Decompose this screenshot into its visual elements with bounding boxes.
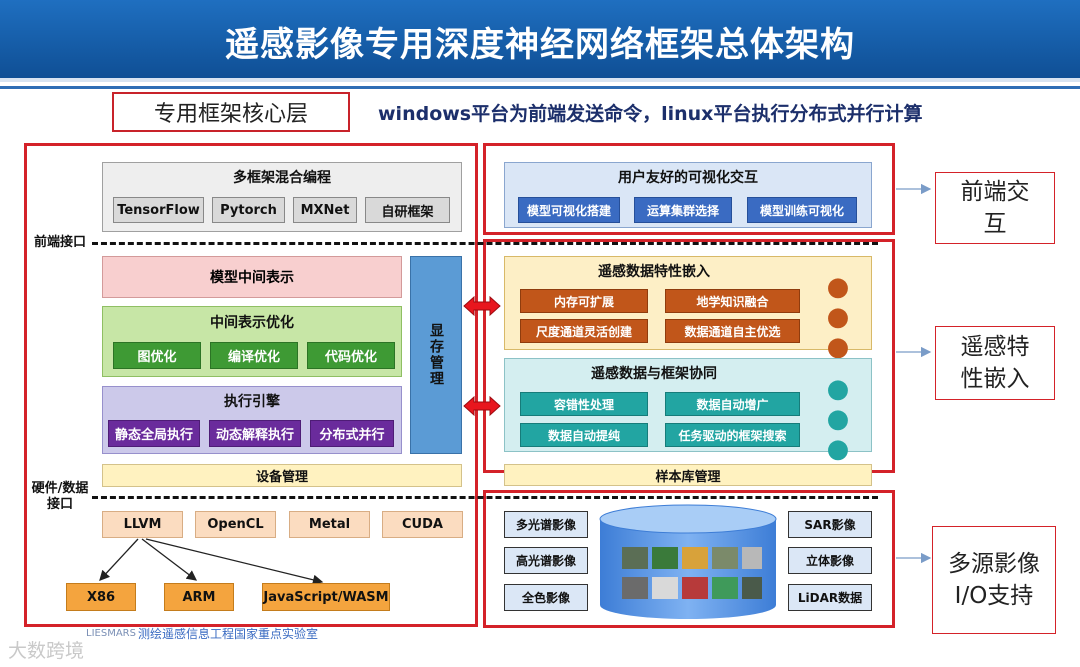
execution-engine-title: 执行引擎 bbox=[224, 394, 280, 410]
javascript-wasm-button[interactable]: JavaScript/WASM bbox=[262, 583, 390, 611]
data-purify-button[interactable]: 数据自动提纯 bbox=[520, 423, 648, 447]
opencl-button[interactable]: OpenCL bbox=[195, 511, 276, 538]
title-underline bbox=[0, 86, 1080, 89]
red-double-arrow-icon bbox=[463, 296, 501, 316]
frontend-interaction-text: 前端交互 bbox=[960, 179, 1030, 237]
device-management-bar: 设备管理 bbox=[102, 464, 462, 487]
panchromatic-button[interactable]: 全色影像 bbox=[504, 584, 588, 611]
satellite-thumb-7 bbox=[652, 577, 678, 599]
hardware-interface-label: 硬件/数据 接口 bbox=[24, 481, 96, 513]
ir-optimization-title: 中间表示优化 bbox=[210, 315, 294, 331]
satellite-thumb-3 bbox=[682, 547, 708, 569]
compile-optimization-button[interactable]: 编译优化 bbox=[210, 342, 298, 369]
memory-management-label: 显存管理 bbox=[428, 323, 444, 387]
hyperspectral-button[interactable]: 高光谱影像 bbox=[504, 547, 588, 574]
distributed-parallel-button[interactable]: 分布式并行 bbox=[310, 420, 394, 447]
cuda-button[interactable]: CUDA bbox=[382, 511, 463, 538]
frontend-interaction-label: 前端交互 bbox=[935, 172, 1055, 244]
satellite-thumb-1 bbox=[622, 547, 648, 569]
metal-button[interactable]: Metal bbox=[289, 511, 370, 538]
channel-select-button[interactable]: 数据通道自主优选 bbox=[665, 319, 800, 343]
satellite-thumb-2 bbox=[652, 547, 678, 569]
memory-scalable-button[interactable]: 内存可扩展 bbox=[520, 289, 648, 313]
lab-logo: LIESMARS bbox=[86, 627, 136, 639]
mxnet-button[interactable]: MXNet bbox=[293, 197, 357, 223]
tensorflow-button[interactable]: TensorFlow bbox=[113, 197, 204, 223]
satellite-thumb-6 bbox=[622, 577, 648, 599]
mixed-programming-title: 多框架混合编程 bbox=[233, 170, 331, 186]
satellite-thumb-10 bbox=[742, 577, 762, 599]
frontend-interface-label: 前端接口 bbox=[33, 235, 86, 250]
rs-feature-embedding-title: 遥感数据特性嵌入 bbox=[598, 264, 710, 280]
scale-channel-button[interactable]: 尺度通道灵活创建 bbox=[520, 319, 648, 343]
footer-lab-name: 测绘遥感信息工程国家重点实验室 bbox=[138, 626, 319, 641]
lidar-button[interactable]: LiDAR数据 bbox=[788, 584, 872, 611]
multispectral-button[interactable]: 多光谱影像 bbox=[504, 511, 588, 538]
model-visual-build-button[interactable]: 模型可视化搭建 bbox=[518, 197, 620, 223]
satellite-thumb-4 bbox=[712, 547, 738, 569]
framework-search-button[interactable]: 任务驱动的框架搜索 bbox=[665, 423, 800, 447]
left-core-frame bbox=[24, 143, 478, 627]
static-global-exec-button[interactable]: 静态全局执行 bbox=[108, 420, 200, 447]
x86-button[interactable]: X86 bbox=[66, 583, 136, 611]
code-optimization-button[interactable]: 代码优化 bbox=[307, 342, 395, 369]
graph-optimization-button[interactable]: 图优化 bbox=[113, 342, 201, 369]
rs-collab-title: 遥感数据与框架协同 bbox=[591, 366, 717, 382]
model-ir-panel: 模型中间表示 bbox=[102, 256, 402, 298]
watermark-text: 大数跨境 bbox=[8, 639, 85, 662]
rs-feature-text: 遥感特性嵌入 bbox=[960, 334, 1030, 392]
page-title: 遥感影像专用深度神经网络框架总体架构 bbox=[225, 24, 855, 65]
multi-source-io-text: 多源影像I/O支持 bbox=[948, 551, 1040, 609]
hardware-interface-line1: 硬件/数据 bbox=[31, 481, 89, 496]
title-bar bbox=[0, 0, 1080, 82]
satellite-thumb-5 bbox=[742, 547, 762, 569]
rs-feature-label: 遥感特性嵌入 bbox=[935, 326, 1055, 400]
hardware-interface-divider bbox=[92, 496, 878, 499]
pytorch-button[interactable]: Pytorch bbox=[212, 197, 285, 223]
platform-subtitle: windows平台为前端发送命令，linux平台执行分布式并行计算 bbox=[378, 102, 923, 125]
frontend-interface-divider bbox=[92, 242, 878, 245]
visual-interaction-title: 用户友好的可视化交互 bbox=[618, 170, 758, 186]
training-visual-button[interactable]: 模型训练可视化 bbox=[747, 197, 857, 223]
custom-framework-button[interactable]: 自研框架 bbox=[365, 197, 450, 223]
sample-library-bar: 样本库管理 bbox=[504, 464, 872, 486]
memory-management-bar: 显存管理 bbox=[410, 256, 462, 454]
red-double-arrow-icon-2 bbox=[463, 396, 501, 416]
stereo-button[interactable]: 立体影像 bbox=[788, 547, 872, 574]
arm-button[interactable]: ARM bbox=[164, 583, 234, 611]
fault-tolerance-button[interactable]: 容错性处理 bbox=[520, 392, 648, 416]
frontend-frame bbox=[483, 143, 895, 235]
hardware-interface-line2: 接口 bbox=[46, 497, 73, 512]
geo-knowledge-button[interactable]: 地学知识融合 bbox=[665, 289, 800, 313]
multi-source-io-label: 多源影像I/O支持 bbox=[932, 526, 1056, 634]
cluster-select-button[interactable]: 运算集群选择 bbox=[634, 197, 732, 223]
satellite-thumb-8 bbox=[682, 577, 708, 599]
database-cylinder-icon bbox=[598, 503, 778, 621]
llvm-button[interactable]: LLVM bbox=[102, 511, 183, 538]
satellite-thumb-9 bbox=[712, 577, 738, 599]
dynamic-interp-exec-button[interactable]: 动态解释执行 bbox=[209, 420, 301, 447]
core-layer-label: 专用框架核心层 bbox=[112, 92, 350, 132]
sar-button[interactable]: SAR影像 bbox=[788, 511, 872, 538]
data-augment-button[interactable]: 数据自动增广 bbox=[665, 392, 800, 416]
multi-source-frame bbox=[483, 490, 895, 628]
